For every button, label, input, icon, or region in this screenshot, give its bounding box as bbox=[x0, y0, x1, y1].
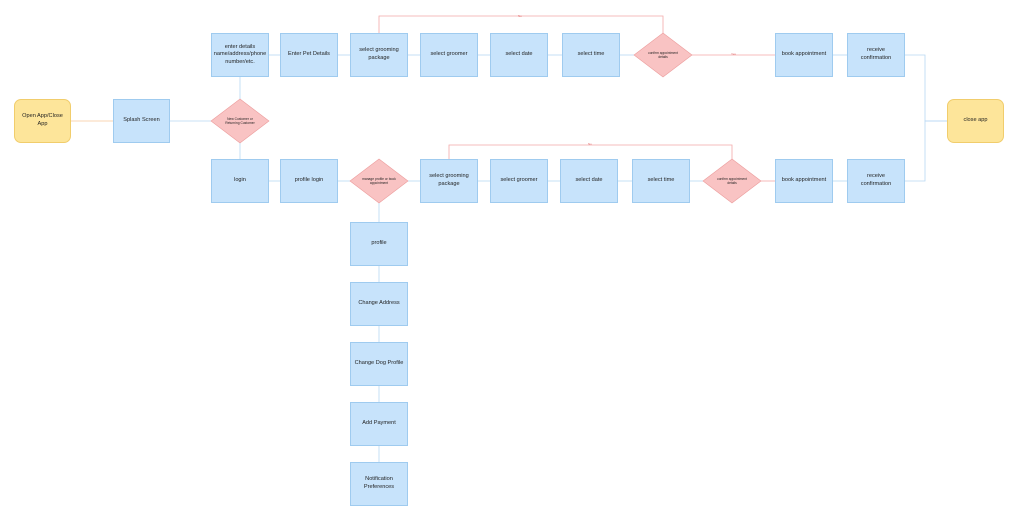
node-top-select-groomer[interactable]: select groomer bbox=[420, 33, 478, 77]
node-enter-details[interactable]: enter details name/address/phone number/… bbox=[211, 33, 269, 77]
node-change-address[interactable]: Change Address bbox=[350, 282, 408, 326]
node-change-dog-profile[interactable]: Change Dog Profile bbox=[350, 342, 408, 386]
node-bot-select-groomer[interactable]: select groomer bbox=[490, 159, 548, 203]
edge-label-top-yes: Yes bbox=[731, 52, 736, 56]
node-top-select-time[interactable]: select time bbox=[562, 33, 620, 77]
node-splash-screen[interactable]: Splash Screen bbox=[113, 99, 170, 143]
node-top-select-grooming[interactable]: select grooming package bbox=[350, 33, 408, 77]
node-close-app[interactable]: close app bbox=[947, 99, 1004, 143]
connector-top-confirm-no-loop bbox=[378, 15, 664, 33]
node-profile-login[interactable]: profile login bbox=[280, 159, 338, 203]
connector-bot-confirm-no-loop bbox=[448, 144, 733, 159]
edge-label-top-no: No bbox=[518, 14, 522, 18]
node-notification-preferences[interactable]: Notification Preferences bbox=[350, 462, 408, 506]
node-add-payment[interactable]: Add Payment bbox=[350, 402, 408, 446]
node-bot-select-time[interactable]: select time bbox=[632, 159, 690, 203]
edge-label-bot-no: No bbox=[588, 142, 592, 146]
connector-top-receive-to-close bbox=[905, 54, 947, 122]
node-bot-select-grooming[interactable]: select grooming package bbox=[420, 159, 478, 203]
node-bot-select-date[interactable]: select date bbox=[560, 159, 618, 203]
node-profile[interactable]: profile bbox=[350, 222, 408, 266]
node-login[interactable]: login bbox=[211, 159, 269, 203]
node-open-app[interactable]: Open App/Close App bbox=[14, 99, 71, 143]
node-bot-book-appointment[interactable]: book appointment bbox=[775, 159, 833, 203]
node-top-book-appointment[interactable]: book appointment bbox=[775, 33, 833, 77]
node-top-receive-confirmation[interactable]: receive confirmation bbox=[847, 33, 905, 77]
connector-bot-receive-to-close bbox=[905, 120, 947, 182]
node-bot-receive-confirmation[interactable]: receive confirmation bbox=[847, 159, 905, 203]
node-enter-pet-details[interactable]: Enter Pet Details bbox=[280, 33, 338, 77]
node-top-select-date[interactable]: select date bbox=[490, 33, 548, 77]
